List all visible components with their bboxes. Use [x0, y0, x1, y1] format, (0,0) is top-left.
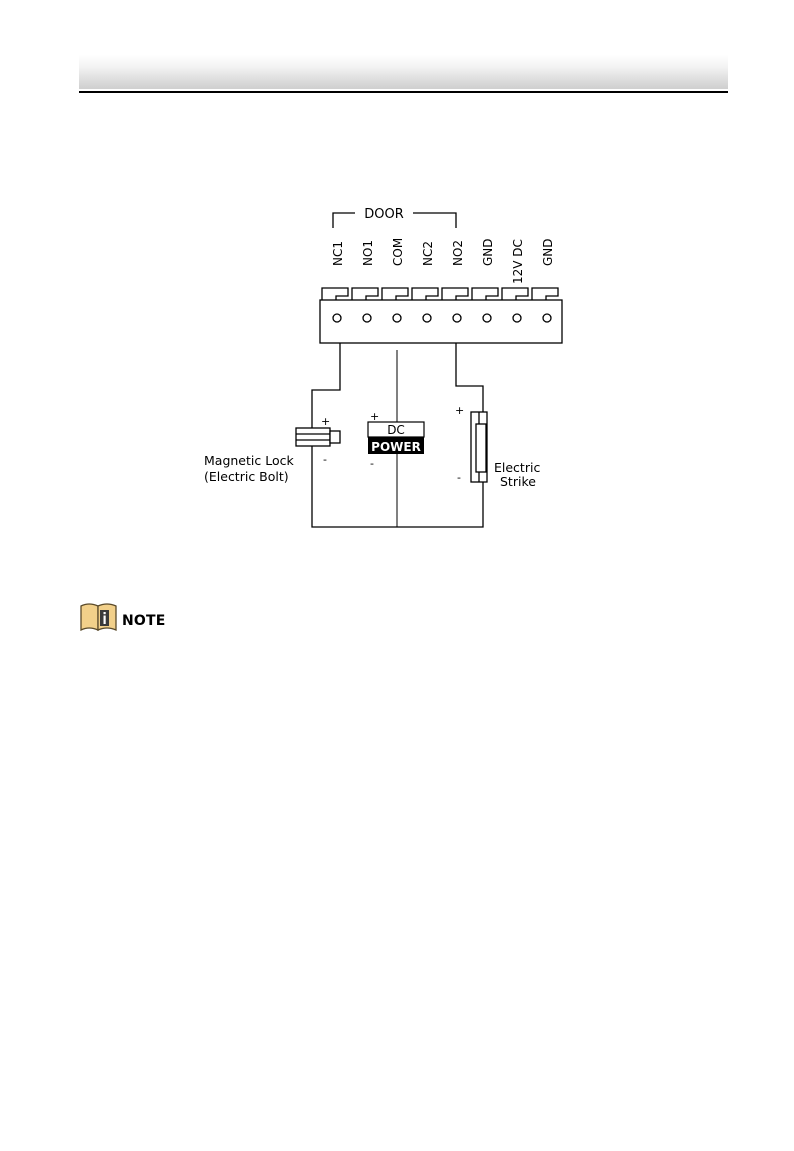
- strike-plus: +: [455, 404, 464, 417]
- terminal-label-nc2: NC2: [421, 241, 435, 266]
- terminal-label-no1: NO1: [361, 240, 375, 266]
- terminal-label-no2: NO2: [451, 240, 465, 266]
- power-minus: -: [370, 457, 374, 470]
- terminal-label-12v-dc: 12V DC: [511, 239, 525, 284]
- terminal-screw-12v: [513, 314, 521, 322]
- lock-minus: -: [323, 453, 327, 466]
- terminal-screw-nc1: [333, 314, 341, 322]
- page-header-bar: [79, 55, 728, 89]
- note-label: NOTE: [122, 613, 166, 629]
- terminal-label-gnd-2: GND: [541, 238, 555, 266]
- electric-strike-label-2: Strike: [500, 474, 536, 489]
- wire-no2-to-strike: [456, 343, 483, 412]
- strike-minus: -: [457, 471, 461, 484]
- terminal-block: [320, 288, 562, 343]
- terminal-label-com: COM: [391, 238, 405, 266]
- door-label: DOOR: [364, 207, 404, 222]
- magnetic-lock-symbol: [296, 428, 340, 446]
- dc-label: DC: [387, 423, 405, 437]
- terminal-screw-no1: [363, 314, 371, 322]
- electric-strike-label-1: Electric: [494, 460, 540, 475]
- header-divider: [79, 91, 728, 93]
- power-label: POWER: [371, 440, 421, 454]
- power-plus: +: [370, 410, 379, 423]
- electric-bolt-label: (Electric Bolt): [204, 469, 289, 484]
- terminal-screw-com: [393, 314, 401, 322]
- terminal-label-gnd: GND: [481, 238, 495, 266]
- magnetic-lock-label: Magnetic Lock: [204, 453, 294, 468]
- terminal-screw-nc2: [423, 314, 431, 322]
- terminal-screw-no2: [453, 314, 461, 322]
- terminal-screw-gnd-2: [543, 314, 551, 322]
- wiring-diagram: DOOR NC1 NO1 COM NC2 NO2 GND 12V DC GND: [190, 200, 590, 540]
- terminal-screw-gnd: [483, 314, 491, 322]
- terminal-label-nc1: NC1: [331, 241, 345, 266]
- electric-strike-symbol: [471, 412, 487, 482]
- note-info-icon: [79, 602, 119, 632]
- terminal-notches: [322, 288, 558, 300]
- lock-plus: +: [321, 415, 330, 428]
